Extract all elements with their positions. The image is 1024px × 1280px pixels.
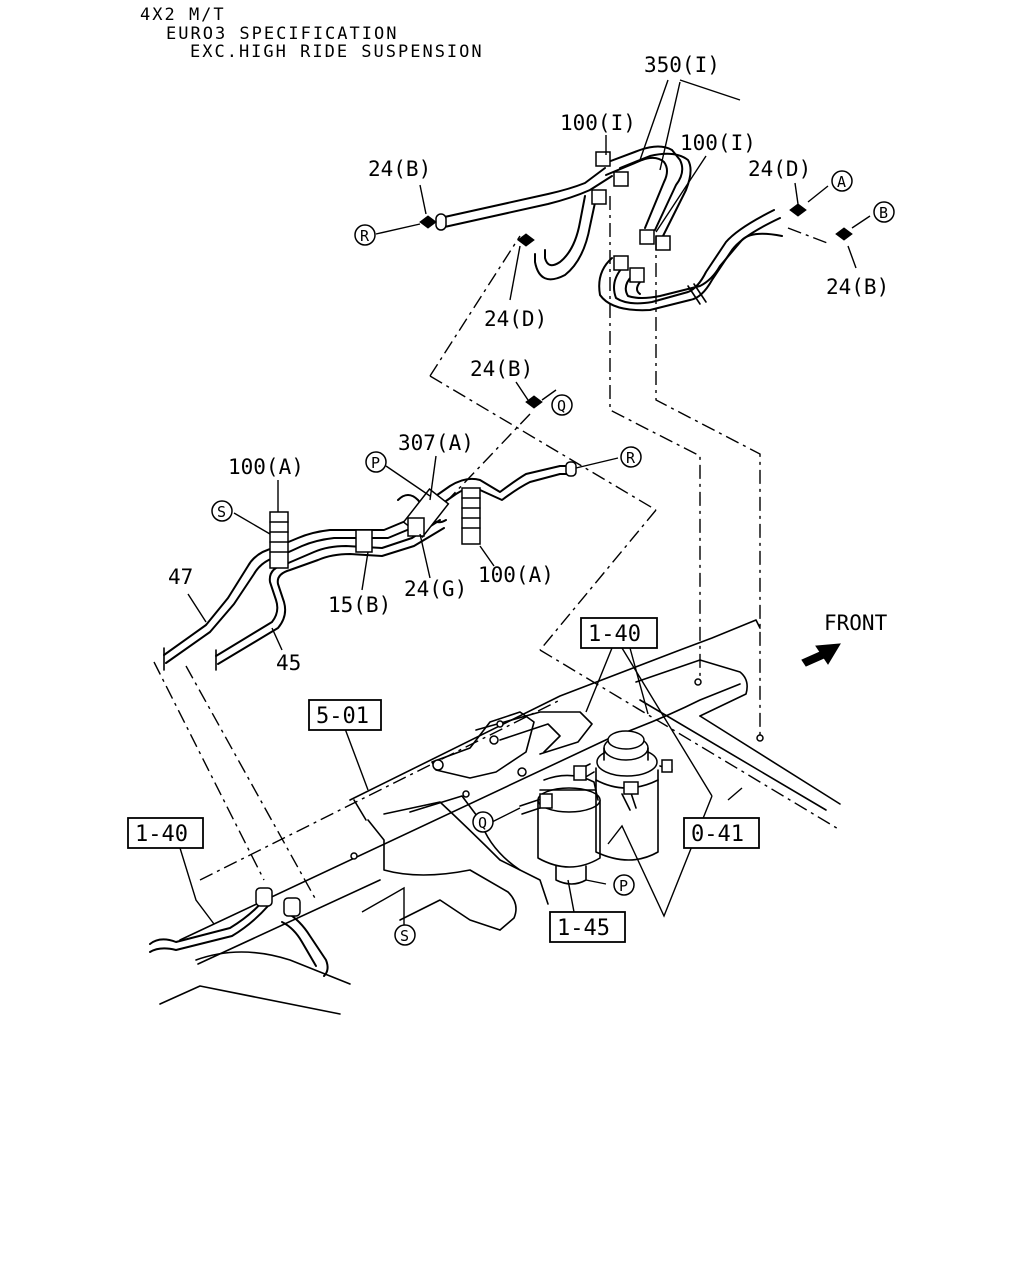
ref-0-41-text: 0-41 <box>691 822 744 847</box>
label-24-d-mid: 24(D) <box>484 307 547 331</box>
connector-b: B <box>873 201 895 223</box>
label-24-b-top: 24(B) <box>368 157 431 181</box>
chassis-frame <box>149 619 841 1015</box>
label-100-a-left: 100(A) <box>228 455 304 479</box>
svg-text:Q: Q <box>557 397 566 415</box>
svg-text:R: R <box>626 449 636 467</box>
connector-s-bot: S <box>394 924 416 946</box>
ref-box-1-40-top[interactable]: 1-40 <box>580 617 658 649</box>
label-24-d-top: 24(D) <box>748 157 811 181</box>
svg-text:S: S <box>400 927 409 945</box>
ref-box-1-45[interactable]: 1-45 <box>549 911 626 943</box>
upper-pipe-assembly <box>419 145 853 409</box>
ref-1-45-text: 1-45 <box>557 916 610 941</box>
connector-q-bot: Q <box>472 811 494 833</box>
fuel-filters <box>519 730 673 885</box>
middle-leaders <box>187 455 619 651</box>
label-24-g: 24(G) <box>404 577 467 601</box>
label-24-b-right: 24(B) <box>826 275 889 299</box>
upper-leaders <box>375 79 871 401</box>
label-100-i-b: 100(I) <box>680 131 756 155</box>
lower-leaders <box>179 647 743 928</box>
ref-5-01-text: 5-01 <box>316 704 369 729</box>
label-24-b-q: 24(B) <box>470 357 533 381</box>
svg-text:S: S <box>217 503 226 521</box>
ref-1-40-top-text: 1-40 <box>588 622 641 647</box>
ref-box-5-01[interactable]: 5-01 <box>308 699 382 731</box>
label-47: 47 <box>168 565 193 589</box>
label-350-i: 350(I) <box>644 53 720 77</box>
connector-s-top: S <box>211 500 233 522</box>
svg-text:R: R <box>360 227 370 245</box>
connector-q-top: Q <box>551 394 573 416</box>
ref-box-0-41[interactable]: 0-41 <box>683 817 760 849</box>
header-line-1: 4X2 M/T <box>140 5 226 25</box>
svg-text:P: P <box>619 877 628 895</box>
label-15-b: 15(B) <box>328 593 391 617</box>
connector-a: A <box>831 170 853 192</box>
svg-text:P: P <box>371 454 380 472</box>
connector-p-bot: P <box>613 874 635 896</box>
label-100-i-a: 100(I) <box>560 111 636 135</box>
connector-p-top: P <box>365 451 387 473</box>
svg-text:B: B <box>879 204 888 222</box>
label-307-a: 307(A) <box>398 431 474 455</box>
svg-text:A: A <box>837 173 846 191</box>
label-45: 45 <box>276 651 301 675</box>
label-100-a-right: 100(A) <box>478 563 554 587</box>
header-line-3: EXC.HIGH RIDE SUSPENSION <box>190 42 484 62</box>
arrow-icon <box>801 643 841 667</box>
connector-r-mid: R <box>620 446 642 468</box>
label-front: FRONT <box>824 611 888 635</box>
guide-lines <box>153 196 841 901</box>
ref-box-1-40-left[interactable]: 1-40 <box>127 817 204 849</box>
ref-1-40-left-text: 1-40 <box>135 822 188 847</box>
svg-text:Q: Q <box>478 814 487 832</box>
middle-pipe-assembly <box>163 461 577 671</box>
header-line-2: EURO3 SPECIFICATION <box>166 24 399 44</box>
connector-r-top: R <box>354 224 376 246</box>
